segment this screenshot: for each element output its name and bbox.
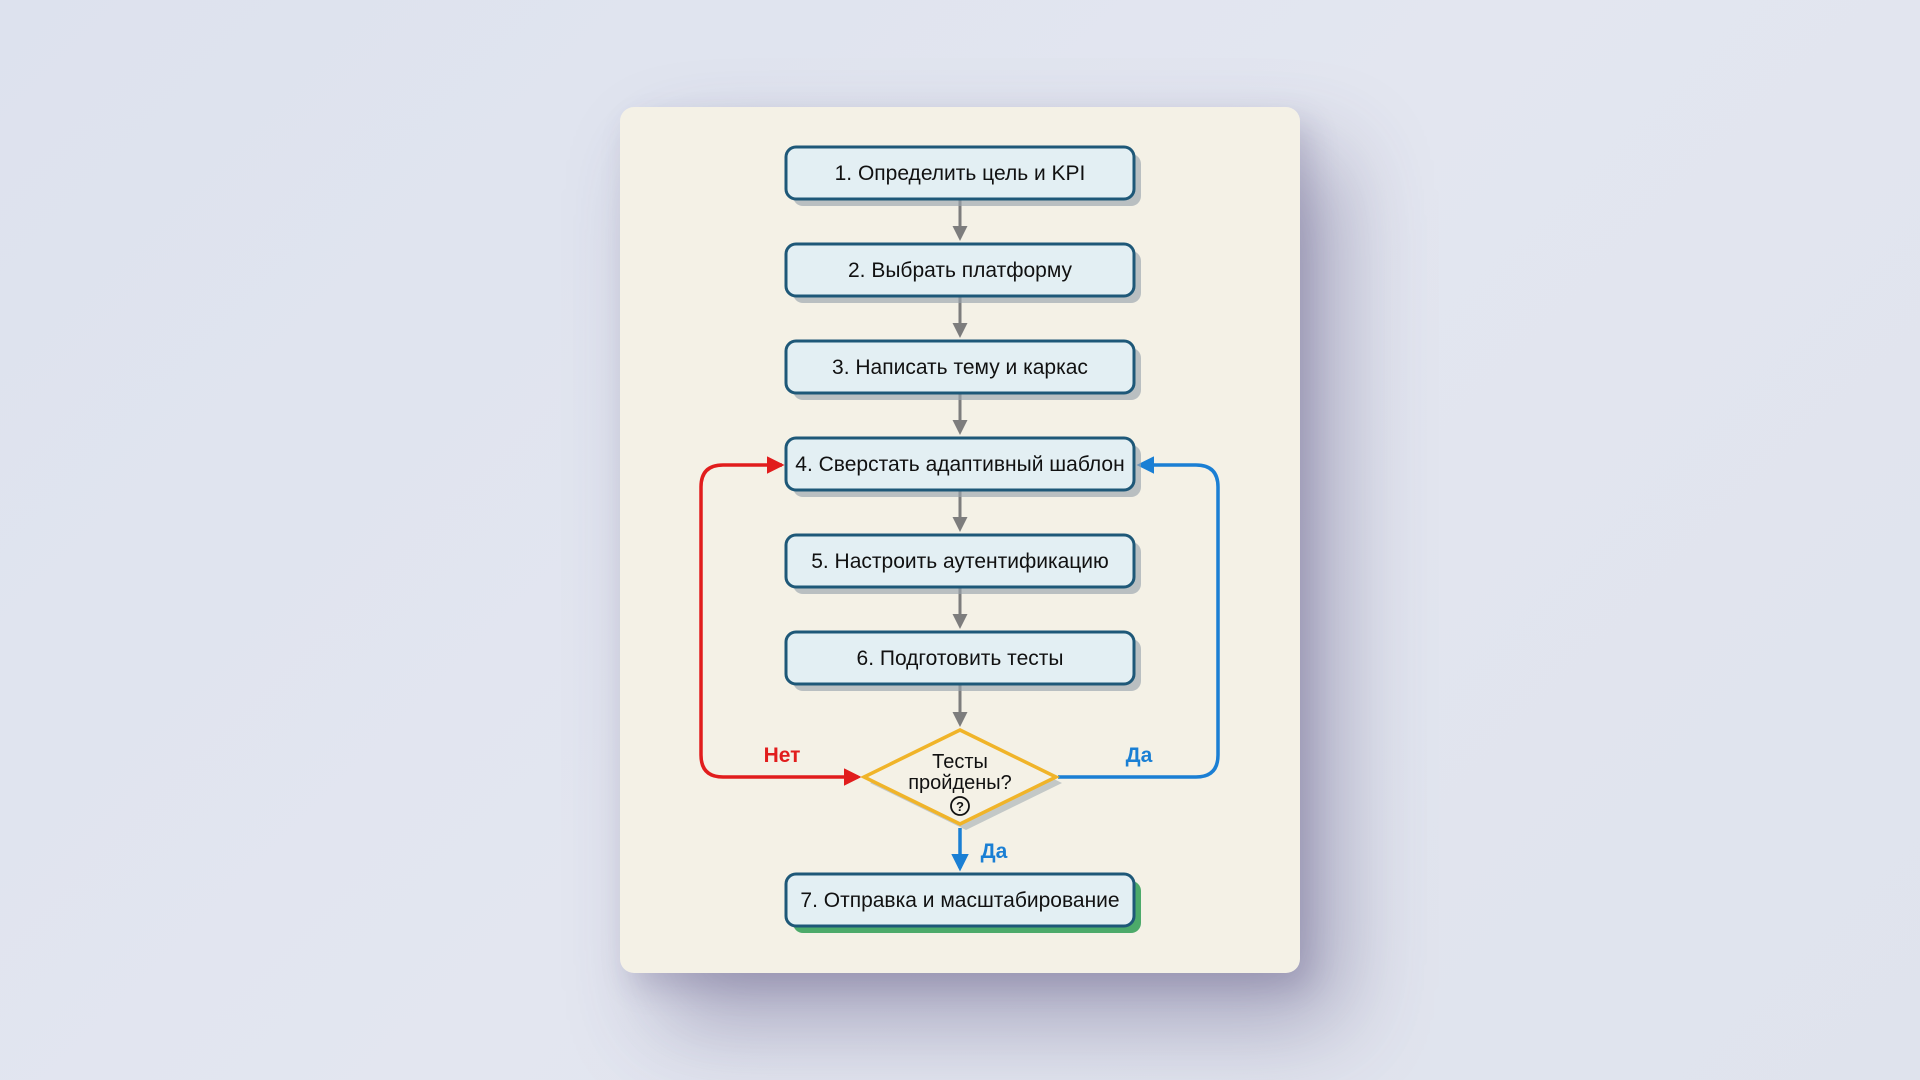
- step-node-3: 3. Написать тему и каркас: [784, 339, 1141, 400]
- step-label: 2. Выбрать платформу: [848, 259, 1073, 282]
- step-box: [784, 630, 1136, 686]
- final-box: [784, 872, 1136, 928]
- question-circle-icon: ?: [950, 796, 970, 816]
- step-box: [784, 533, 1136, 589]
- decision-line-2: пройдены?: [908, 772, 1012, 794]
- decision-diamond: [860, 728, 1060, 826]
- edge-label-yes-loop: Да: [1126, 744, 1153, 767]
- step-label: 6. Подготовить тесты: [857, 647, 1064, 670]
- step-label: 5. Настроить аутентификацию: [811, 550, 1109, 573]
- decision-node: Тесты пройдены? ?: [860, 728, 1062, 830]
- step-box: [784, 145, 1136, 201]
- step-label: 3. Написать тему и каркас: [832, 356, 1088, 379]
- step-node-5: 5. Настроить аутентификацию: [784, 533, 1141, 594]
- step-node-6: 6. Подготовить тесты: [784, 630, 1141, 691]
- final-node: 7. Отправка и масштабирование: [784, 872, 1141, 933]
- step-node-2: 2. Выбрать платформу: [784, 242, 1141, 303]
- decision-line-1: Тесты: [932, 751, 988, 773]
- step-box: [784, 436, 1136, 492]
- question-glyph: ?: [956, 799, 964, 814]
- step-node-1: 1. Определить цель и KPI: [784, 145, 1141, 206]
- final-label: 7. Отправка и масштабирование: [800, 889, 1119, 912]
- edge-label-yes-down: Да: [981, 840, 1008, 863]
- step-label: 4. Сверстать адаптивный шаблон: [795, 453, 1124, 476]
- step-box: [784, 339, 1136, 395]
- yes-loop-arrow: [1058, 456, 1220, 779]
- step-box: [784, 242, 1136, 298]
- step-node-4: 4. Сверстать адаптивный шаблон: [784, 436, 1141, 497]
- edge-label-no: Нет: [764, 744, 801, 767]
- no-loop-arrow: [699, 463, 862, 786]
- step-label: 1. Определить цель и KPI: [835, 162, 1086, 185]
